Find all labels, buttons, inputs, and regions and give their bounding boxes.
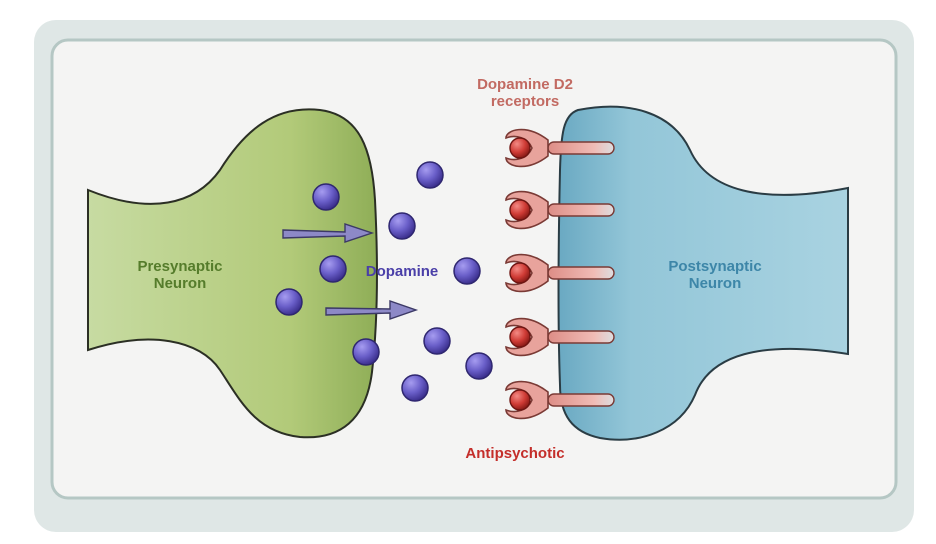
dopamine-molecule — [453, 257, 481, 285]
dopamine-molecule — [423, 327, 451, 355]
d2-receptor — [505, 380, 615, 420]
release-arrow — [282, 223, 375, 243]
dopamine-label: Dopamine — [365, 263, 439, 280]
d2-receptor — [505, 317, 615, 357]
dopamine-molecules — [275, 161, 493, 402]
antipsychotic-molecule — [509, 326, 531, 348]
presynaptic-label-line-1: Presynaptic — [137, 258, 223, 275]
antipsychotic-label: Antipsychotic — [465, 445, 565, 462]
dopamine-molecule — [416, 161, 444, 189]
presynaptic-neuron — [87, 108, 378, 439]
d2-receptor — [505, 190, 615, 230]
postsynaptic-label-line-1: Postsynaptic — [668, 258, 762, 275]
antipsychotic-molecule — [509, 389, 531, 411]
presynaptic-neuron-label: Presynaptic Neuron — [110, 258, 250, 292]
antipsychotic-molecule — [509, 199, 531, 221]
d2-receptors — [505, 128, 615, 420]
release-arrow — [325, 300, 419, 320]
d2-label-line-2: receptors — [490, 93, 560, 110]
dopamine-molecule — [319, 255, 347, 283]
dopamine-molecule — [465, 352, 493, 380]
dopamine-molecule — [388, 212, 416, 240]
antipsychotic-molecule — [509, 137, 531, 159]
antipsychotic-molecule — [509, 262, 531, 284]
d2-receptor — [505, 128, 615, 168]
d2-receptor — [505, 253, 615, 293]
d2-receptors-label: Dopamine D2 receptors — [445, 76, 605, 110]
d2-label-line-1: Dopamine D2 — [477, 76, 573, 93]
postsynaptic-neuron — [557, 105, 849, 441]
postsynaptic-label-line-2: Neuron — [688, 275, 742, 292]
presynaptic-label-line-2: Neuron — [153, 275, 207, 292]
dopamine-molecule — [312, 183, 340, 211]
dopamine-molecule — [352, 338, 380, 366]
postsynaptic-neuron-label: Postsynaptic Neuron — [650, 258, 780, 292]
dopamine-molecule — [401, 374, 429, 402]
dopamine-molecule — [275, 288, 303, 316]
